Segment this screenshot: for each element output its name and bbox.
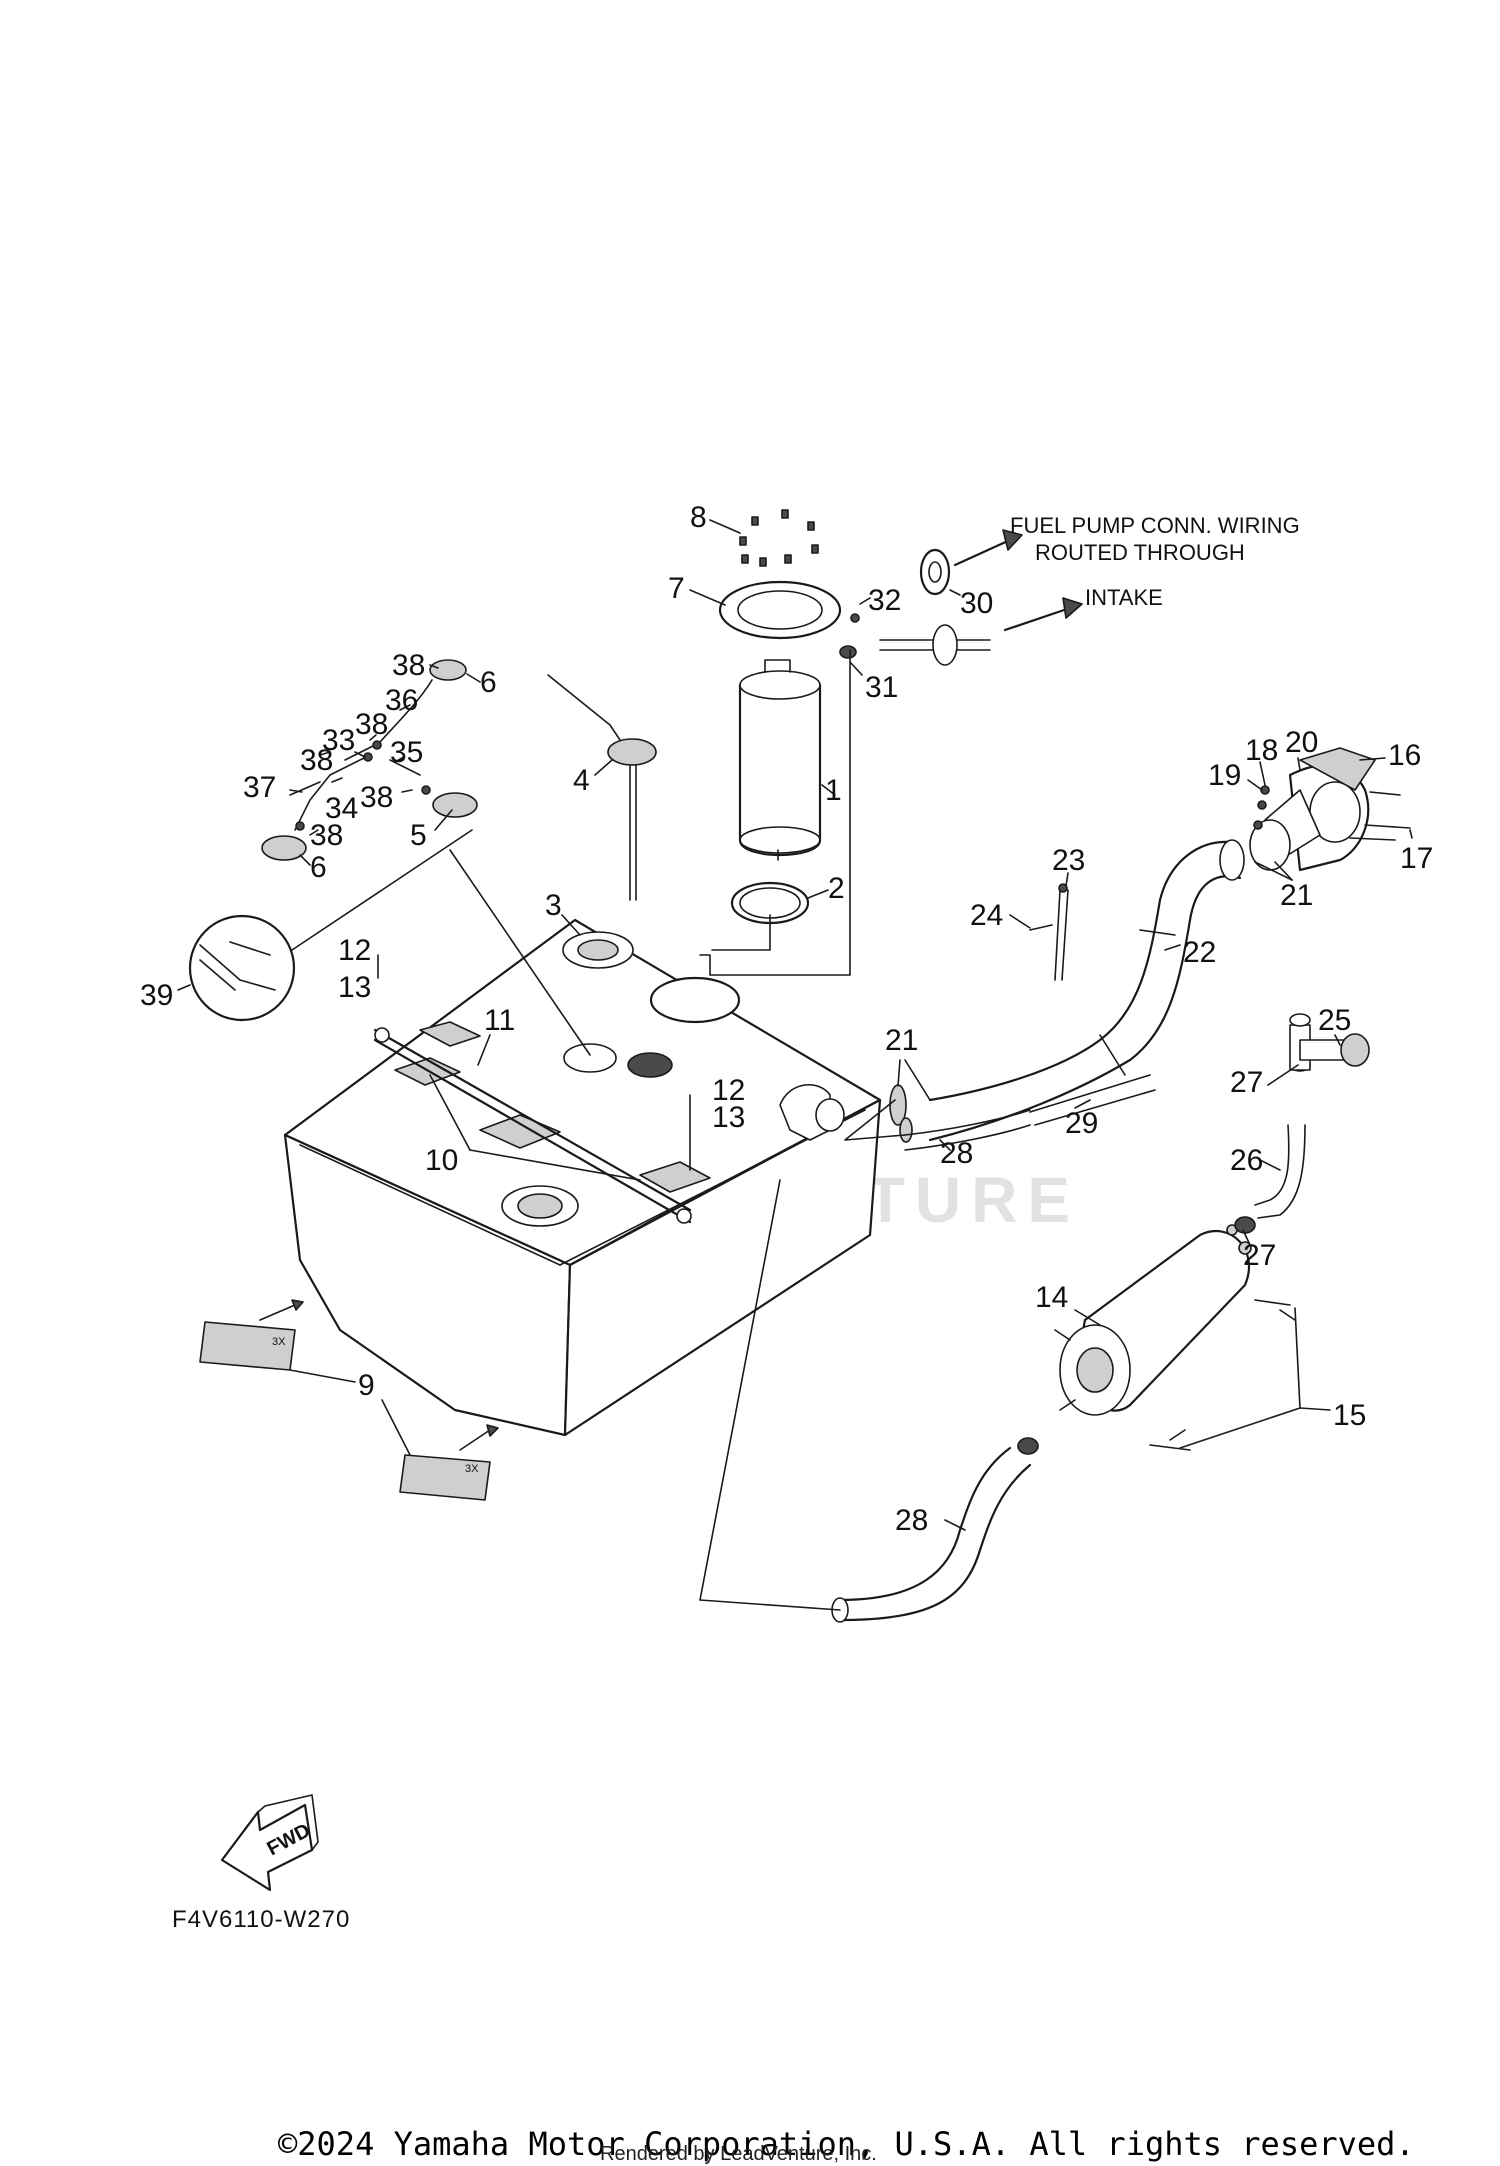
callout-6b: 6 [310, 851, 327, 884]
callout-20: 20 [1285, 726, 1318, 759]
callout-38-a: 38 [300, 744, 333, 777]
clip-31 [839, 645, 857, 659]
callout-15: 15 [1333, 1399, 1366, 1432]
callout-37: 37 [243, 771, 276, 804]
retaining-ring [718, 580, 842, 640]
callout-1: 1 [825, 774, 842, 807]
callout-25: 25 [1318, 1004, 1351, 1037]
callout-4: 4 [573, 764, 590, 797]
diagram-code: F4V6110-W270 [172, 1906, 350, 1933]
hose-28-lower [831, 1437, 1039, 1623]
callout-14: 14 [1035, 1281, 1068, 1314]
callout-13b: 13 [712, 1101, 745, 1134]
hose-26 [1254, 1124, 1306, 1219]
callout-18: 18 [1245, 734, 1278, 767]
callout-23: 23 [1052, 844, 1085, 877]
filler-neck [1249, 747, 1411, 872]
callout-38-e: 38 [310, 819, 343, 852]
grommet-30 [879, 548, 991, 666]
screw-group-8 [739, 509, 819, 567]
callout-22: 22 [1183, 936, 1216, 969]
pad-9-group: 3X 3X [199, 1299, 499, 1501]
callout-6: 6 [480, 666, 497, 699]
detail-view [188, 829, 473, 1022]
wiring-note-line-1: FUEL PUMP CONN. WIRING [1010, 513, 1300, 538]
fuel-pump [738, 659, 822, 861]
callout-21b: 21 [885, 1024, 918, 1057]
callout-7: 7 [668, 572, 685, 605]
callout-24: 24 [970, 899, 1003, 932]
callout-16: 16 [1388, 739, 1421, 772]
callout-38-d: 38 [392, 649, 425, 682]
qty-label-1: 3X [272, 1336, 286, 1348]
callout-13: 13 [338, 971, 371, 1004]
callout-33: 33 [322, 724, 355, 757]
callout-38-b: 38 [355, 708, 388, 741]
callout-17: 17 [1400, 842, 1433, 875]
callout-9: 9 [358, 1369, 375, 1402]
note-arrows [953, 529, 1083, 632]
screw-32 [850, 613, 860, 623]
callout-labels: 1 2 3 4 5 6 6 7 8 9 10 11 12 13 12 13 14… [140, 501, 1433, 1537]
callout-8: 8 [690, 501, 707, 534]
fitting-27 [1234, 1216, 1256, 1234]
callout-12b: 12 [712, 1074, 745, 1107]
callout-19: 19 [1208, 759, 1241, 792]
callout-38-c: 38 [360, 781, 393, 814]
callout-12: 12 [338, 934, 371, 967]
callout-10: 10 [425, 1144, 458, 1177]
fuel-filter [1054, 1224, 1296, 1441]
wiring-note-line-2: ROUTED THROUGH [1035, 540, 1245, 565]
callout-31: 31 [865, 671, 898, 704]
clamp-pair-21 [889, 1084, 913, 1143]
callout-27b: 27 [1243, 1239, 1276, 1272]
callout-11: 11 [484, 1004, 515, 1037]
callout-5: 5 [410, 819, 427, 852]
rendered-by-credit: Rendered by LeadVenture, Inc. [600, 2143, 877, 2165]
callout-39: 39 [140, 979, 173, 1012]
fitting-25 [1289, 1013, 1370, 1071]
callout-21: 21 [1280, 879, 1313, 912]
qty-label-2: 3X [465, 1463, 479, 1475]
callout-36: 36 [385, 684, 418, 717]
vent-hose-group [261, 659, 478, 861]
callout-28b: 28 [895, 1504, 928, 1537]
intake-note: INTAKE [1085, 585, 1163, 610]
fwd-arrow: FWD [220, 1794, 319, 1892]
callout-30: 30 [960, 587, 993, 620]
callout-32: 32 [868, 584, 901, 617]
callout-2: 2 [828, 872, 845, 905]
fuel-tank [283, 918, 882, 1437]
leader-lines [177, 519, 1413, 1611]
callout-26: 26 [1230, 1144, 1263, 1177]
callout-28: 28 [940, 1137, 973, 1170]
fuel-sender [547, 674, 657, 901]
copyright-notice: ©2024 Yamaha Motor Corporation, U.S.A. A… [278, 2125, 1415, 2163]
callout-29: 29 [1065, 1107, 1098, 1140]
callout-34: 34 [325, 792, 358, 825]
callout-35: 35 [390, 736, 423, 769]
filler-hose [928, 839, 1245, 1142]
callout-3: 3 [545, 889, 562, 922]
callout-27: 27 [1230, 1066, 1263, 1099]
clamp [1029, 883, 1069, 981]
